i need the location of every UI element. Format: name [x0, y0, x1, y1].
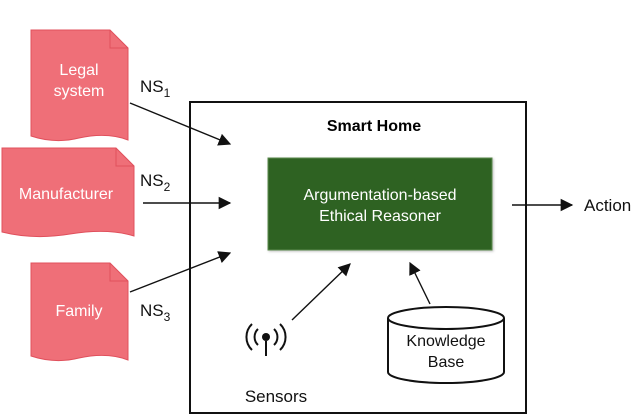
knowledge-base-label-line-1: Knowledge [406, 333, 485, 350]
smart-home-title: Smart Home [327, 118, 421, 135]
knowledge-base-cylinder: Knowledge Base [387, 306, 505, 384]
action-label: Action [584, 196, 631, 215]
sensors-label: Sensors [245, 387, 307, 406]
legal-system-label-line-2: system [54, 83, 105, 100]
document-fold [115, 148, 134, 167]
document-icon [1, 147, 135, 238]
arrow-legal-to-home [129, 102, 232, 146]
knowledge-base-label-line-2: Base [428, 354, 465, 371]
ethical-reasoner-box [267, 157, 493, 251]
arrow-family-to-home [129, 251, 232, 293]
document-fold [109, 30, 128, 49]
reasoner-label-line-1: Argumentation-based [304, 187, 457, 204]
ns1-label: NS1 [140, 77, 171, 100]
document-icon [30, 262, 129, 362]
family-label: Family [55, 303, 102, 320]
arrow-sensors-to-reasoner [291, 263, 351, 321]
ns3-label: NS3 [140, 301, 171, 324]
manufacturer-label: Manufacturer [19, 186, 114, 203]
smart-home-container [189, 101, 527, 414]
reasoner-label-line-2: Ethical Reasoner [319, 208, 442, 225]
family-document: Family [30, 262, 129, 362]
ns2-label: NS2 [140, 171, 171, 194]
arrow-kb-to-reasoner [409, 261, 431, 305]
legal-system-label-line-1: Legal [59, 62, 98, 79]
sensor-antenna-icon [245, 323, 287, 356]
document-icon [30, 29, 129, 142]
document-fold [109, 263, 128, 282]
manufacturer-document: Manufacturer [1, 147, 135, 238]
legal-system-document: Legal system [30, 29, 129, 142]
